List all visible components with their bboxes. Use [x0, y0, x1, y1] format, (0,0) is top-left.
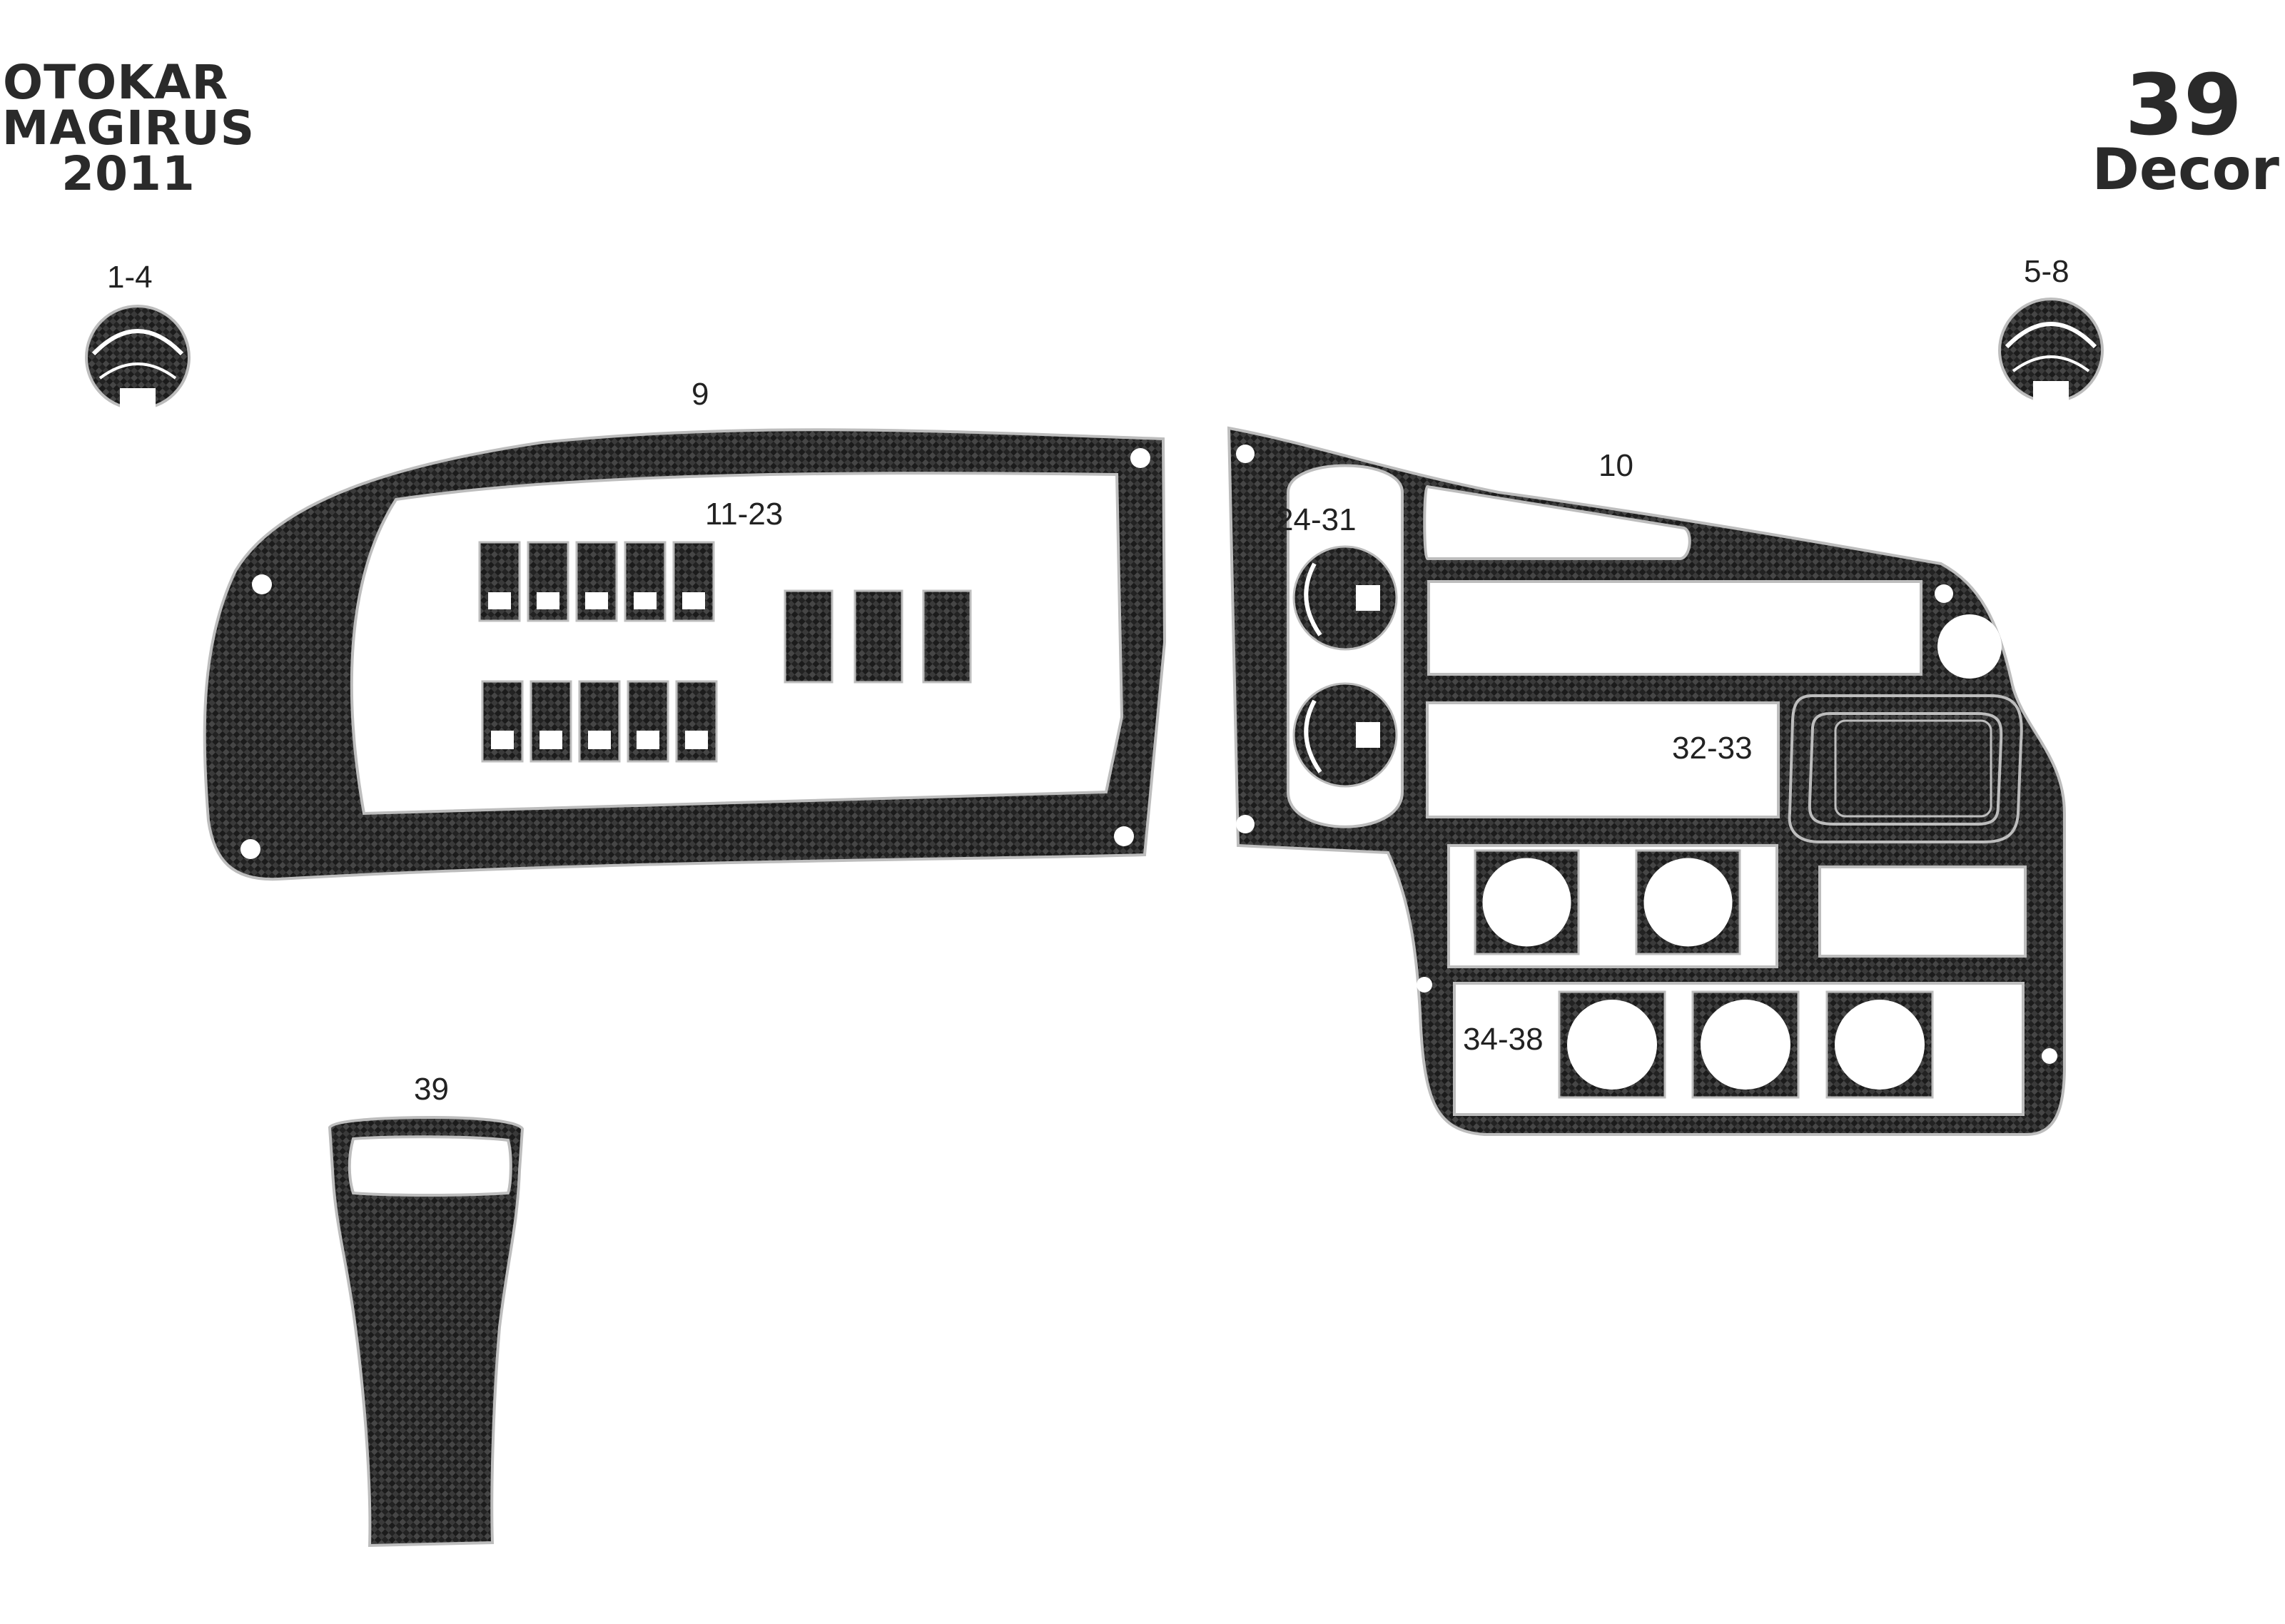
label-parts-34-38: 34-38: [1463, 1022, 1544, 1057]
label-parts-1-4: 1-4: [107, 260, 153, 295]
label-parts-24-31: 24-31: [1276, 502, 1357, 537]
switch-row-top: [478, 541, 715, 622]
label-part-10: 10: [1599, 448, 1633, 483]
brand-line-2: MAGIRUS: [1, 101, 255, 156]
large-switch-plates: [784, 589, 972, 684]
brand-line-1: OTOKAR: [3, 55, 229, 110]
switch-plates-11-23: [478, 541, 972, 763]
vent-cap-5-8: [1998, 298, 2104, 404]
label-parts-32-33: 32-33: [1672, 731, 1753, 766]
center-panel-10: [1227, 426, 2066, 1136]
piece-count-block: 39 Decor: [2079, 56, 2280, 203]
switch-row-bottom: [481, 680, 718, 763]
gauge-rings-row-1: [1474, 849, 1741, 955]
cluster-surround-9: [203, 428, 1167, 881]
vent-rings-24-31: [1292, 545, 1398, 788]
label-parts-5-8: 5-8: [2024, 254, 2069, 289]
vent-cap-1-4: [85, 305, 191, 411]
label-part-39: 39: [414, 1072, 449, 1107]
vehicle-title: OTOKAR MAGIRUS 2011: [0, 55, 257, 201]
piece-count: 39: [2124, 56, 2242, 154]
gauge-rings-34-38: [1558, 990, 1934, 1099]
display-frame-32-33: [1788, 694, 2023, 843]
piece-count-word: Decor: [2092, 136, 2280, 203]
label-part-9: 9: [691, 377, 709, 412]
gear-lever-cover-39: [328, 1115, 525, 1548]
model-year: 2011: [61, 146, 196, 201]
label-parts-11-23: 11-23: [705, 497, 784, 532]
